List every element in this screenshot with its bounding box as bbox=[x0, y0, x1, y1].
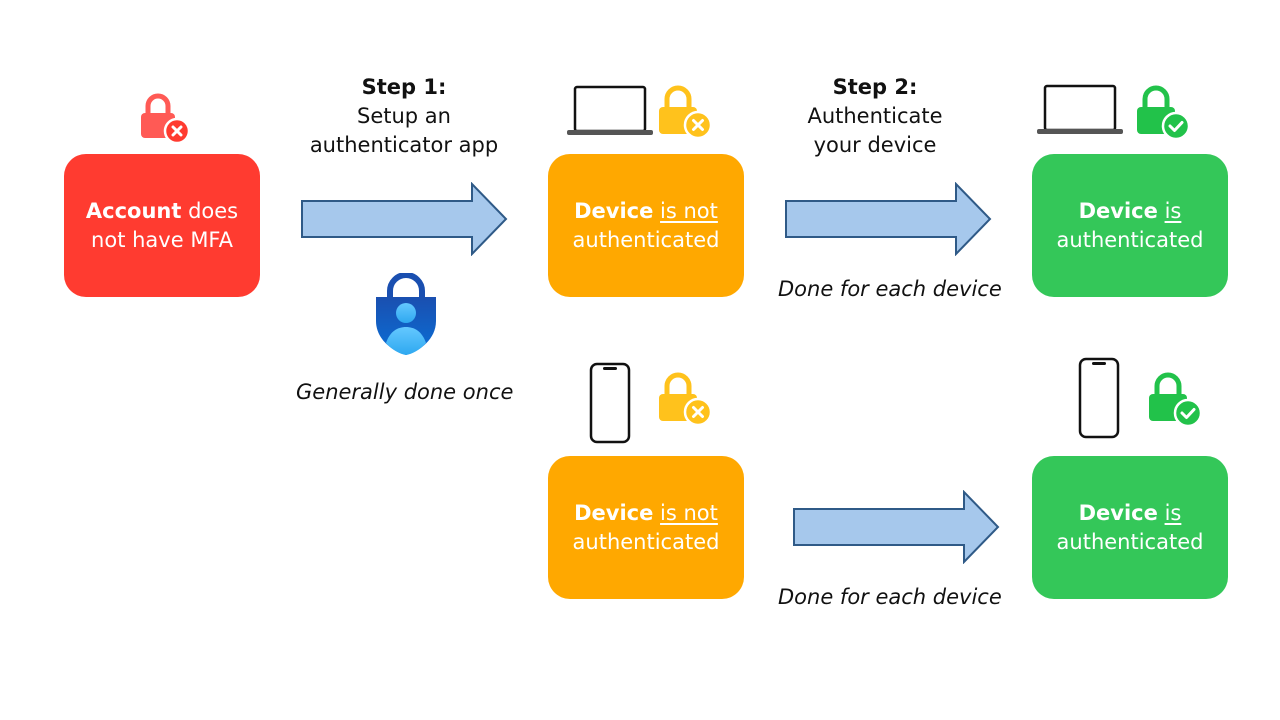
note-generally-done-once: Generally done once bbox=[296, 380, 514, 404]
phone-auth-line2: authenticated bbox=[1056, 529, 1204, 554]
laptop-not-authenticated-box: Device is not authenticated bbox=[548, 154, 744, 297]
account-line2: not have MFA bbox=[91, 227, 233, 252]
laptop-icon bbox=[1037, 84, 1123, 134]
laptop-authenticated-box: Device is authenticated bbox=[1032, 154, 1228, 297]
phone-icon bbox=[1078, 357, 1120, 439]
step2-title: Step 2: bbox=[832, 75, 918, 99]
laptop-auth-line2: authenticated bbox=[1056, 227, 1204, 252]
authenticator-app-icon bbox=[376, 273, 436, 355]
note-done-each-device-top: Done for each device bbox=[778, 277, 1002, 301]
phone-unauth-underline: is not bbox=[660, 500, 718, 525]
account-bold: Account bbox=[85, 198, 182, 223]
note-done-each-device-bottom: Done for each device bbox=[778, 585, 1002, 609]
arrow-step1 bbox=[301, 182, 508, 256]
phone-auth-bold: Device bbox=[1078, 500, 1158, 525]
account-no-mfa-box: Account does not have MFA bbox=[64, 154, 260, 297]
laptop-icon bbox=[567, 85, 653, 135]
green-lock-check-icon bbox=[1137, 85, 1191, 141]
phone-not-authenticated-box: Device is not authenticated bbox=[548, 456, 744, 599]
laptop-unauth-underline: is not bbox=[660, 198, 718, 223]
arrow-step2-phone bbox=[793, 490, 1000, 564]
step1-label: Step 1: Setup an authenticator app bbox=[290, 73, 518, 160]
phone-auth-underline: is bbox=[1164, 500, 1182, 525]
arrow-step2-laptop bbox=[785, 182, 992, 256]
step1-title: Step 1: bbox=[361, 75, 447, 99]
laptop-unauth-bold: Device bbox=[574, 198, 654, 223]
step2-line1: Authenticate bbox=[807, 104, 943, 128]
phone-authenticated-box: Device is authenticated bbox=[1032, 456, 1228, 599]
phone-icon bbox=[589, 362, 631, 444]
yellow-lock-x-icon bbox=[659, 372, 713, 427]
phone-unauth-line2: authenticated bbox=[572, 529, 720, 554]
laptop-auth-underline: is bbox=[1164, 198, 1182, 223]
step1-line2: authenticator app bbox=[309, 133, 499, 157]
yellow-lock-x-icon bbox=[659, 85, 713, 140]
red-lock-x-icon bbox=[141, 93, 191, 145]
laptop-unauth-line2: authenticated bbox=[572, 227, 720, 252]
green-lock-check-icon bbox=[1149, 372, 1203, 428]
step1-line1: Setup an bbox=[357, 104, 451, 128]
account-rest: does bbox=[181, 198, 239, 223]
laptop-auth-bold: Device bbox=[1078, 198, 1158, 223]
step2-line2: your device bbox=[813, 133, 937, 157]
phone-unauth-bold: Device bbox=[574, 500, 654, 525]
step2-label: Step 2: Authenticate your device bbox=[780, 73, 970, 160]
